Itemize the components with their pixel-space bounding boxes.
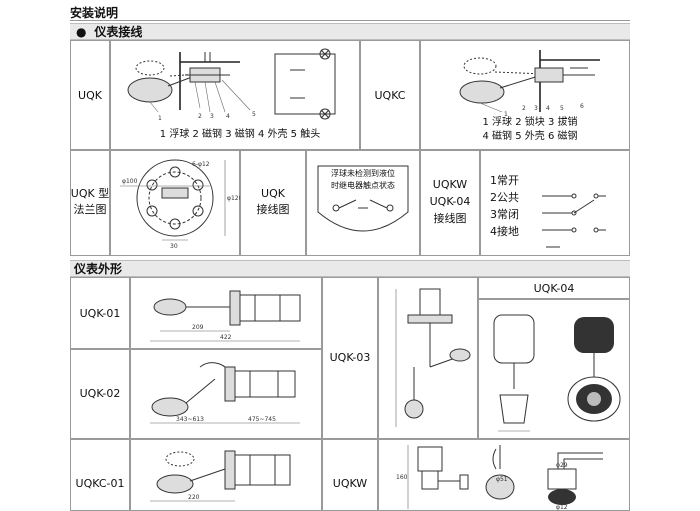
dim-220: 220 <box>188 494 200 501</box>
uqk-wiring-diagram: 1 2 3 4 5 <box>127 48 336 122</box>
dim-475: 475~745 <box>248 416 276 423</box>
section-outline-bar: 仪表外形 <box>70 260 630 277</box>
uqkw-label-line3: 接线图 <box>433 212 467 225</box>
terminal-switch-diagram <box>542 193 606 248</box>
uqkc-label: UQKC <box>374 89 406 102</box>
flange-dim-30: 30 <box>170 243 178 250</box>
uqkc-caption-line1: 1 浮球 2 锁块 3 拔销 <box>482 117 578 128</box>
flange-dim-120: φ120 <box>227 195 243 202</box>
uqkc-diagram-cell <box>420 40 630 150</box>
dim-29: φ29 <box>556 462 568 469</box>
uqkw-outline-drawing: 160 φ51 φ29 φ12 <box>396 445 603 511</box>
uqk02-drawing: 343~613 475~745 <box>150 362 300 424</box>
section-wiring-title: 仪表接线 <box>94 25 143 39</box>
uqk04-label: UQK-04 <box>533 282 575 295</box>
uqkw-outline-label-cell <box>322 439 378 511</box>
terminal-item: 1常开 <box>490 174 519 187</box>
uqkc-wiring-diagram: 1 2 3 4 5 6 <box>459 50 600 118</box>
part-num-4: 4 <box>226 113 230 120</box>
dim-51: φ51 <box>496 476 508 483</box>
uqk-relay-cell <box>306 150 420 256</box>
terminal-list: 1常开 2公共 3常闭 4接地 <box>490 172 519 240</box>
flange-diagram: φ100 φ120 30 6-φ12 <box>120 159 243 250</box>
dim-12: φ12 <box>556 504 568 511</box>
part-num-1: 1 <box>158 115 162 122</box>
part-num-3: 3 <box>210 113 214 120</box>
uqkc-part-4: 4 <box>546 105 550 112</box>
uqk02-label: UQK-02 <box>79 387 121 400</box>
dim-160: 160 <box>396 474 408 481</box>
uqk-parts-caption: 1 浮球 2 磁钢 3 磁钢 4 外壳 5 触头 <box>159 129 321 140</box>
uqk01-drawing: 209 422 <box>150 290 301 342</box>
uqkw-label-line1: UQKW <box>432 178 468 191</box>
flange-dim-100: φ100 <box>122 178 138 185</box>
relay-note-line2: 时继电器触点状态 <box>331 181 395 190</box>
uqkc-part-5: 5 <box>560 105 564 112</box>
uqk01-label: UQK-01 <box>79 307 121 320</box>
uqkc-caption-line2: 4 磁钢 5 外壳 6 磁钢 <box>482 131 578 142</box>
flange-label-line1: UQK 型 <box>70 187 110 200</box>
flange-dim-holes: 6-φ12 <box>192 161 210 168</box>
uqkc01-label-cell <box>70 439 130 511</box>
uqk-label: UQK <box>78 89 102 102</box>
dim-422: 422 <box>220 334 232 341</box>
uqkc-label-cell <box>360 40 420 150</box>
flange-label-line2: 法兰图 <box>73 203 107 216</box>
relay-contact-diagram <box>317 165 409 232</box>
section-install-title: 安装说明 <box>70 6 119 20</box>
uqk03-label: UQK-03 <box>329 351 371 364</box>
uqkc-part-3: 3 <box>534 105 538 112</box>
uqk-wiring-label-line1: UQK <box>261 187 285 200</box>
bullet-icon: ● <box>76 25 87 39</box>
uqk04-header-cell <box>478 277 630 299</box>
uqkc-part-1: 1 <box>504 111 508 118</box>
uqkc-part-6: 6 <box>580 103 584 110</box>
uqk03-label-cell <box>322 277 378 439</box>
dim-343: 343~613 <box>176 416 204 423</box>
part-num-5: 5 <box>252 111 256 118</box>
section-wiring-bar: ● 仪表接线 <box>70 23 630 40</box>
uqk02-drawing-cell <box>130 349 322 439</box>
uqkc01-drawing: 220 <box>150 450 291 502</box>
uqkw-label-line2: UQK-04 <box>429 195 471 208</box>
uqk01-label-cell <box>70 277 130 349</box>
uqkw-label-cell <box>420 150 480 256</box>
uqk04-drawing <box>493 314 621 432</box>
dim-209: 209 <box>192 324 204 331</box>
uqk-wiring-label-line2: 接线图 <box>256 203 290 216</box>
top-rule <box>70 20 630 21</box>
uqkc-part-2: 2 <box>522 105 526 112</box>
terminal-item: 3常闭 <box>490 208 519 221</box>
uqkc01-label: UQKC-01 <box>75 477 125 490</box>
uqk-wiring-label-cell <box>240 150 306 256</box>
uqkw-outline-label: UQKW <box>332 477 368 490</box>
uqk02-label-cell <box>70 349 130 439</box>
uqk03-drawing <box>395 288 471 427</box>
terminal-item: 4接地 <box>490 225 519 238</box>
flange-label-cell <box>70 150 110 256</box>
relay-note-line1: 浮球未检测到液位 <box>331 169 395 178</box>
terminal-item: 2公共 <box>490 191 519 204</box>
flange-diagram-cell <box>110 150 240 256</box>
terminal-cell <box>480 150 630 256</box>
uqk-label-cell <box>70 40 110 150</box>
section-outline-title: 仪表外形 <box>74 262 123 276</box>
part-num-2: 2 <box>198 113 202 120</box>
